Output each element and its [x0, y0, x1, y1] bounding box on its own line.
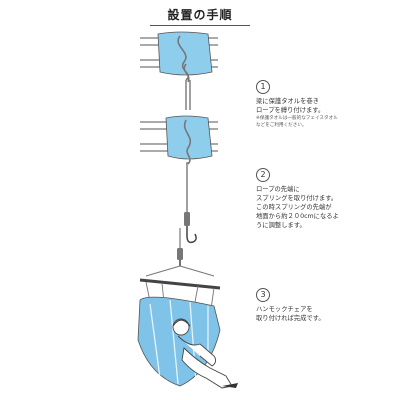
step-2-line: うに調整します。: [256, 222, 306, 229]
step-2-line: スプリングを取り付けます。: [256, 195, 338, 202]
rope-knot: [183, 119, 192, 165]
step-1-note: ※保護タオルは一般的なフェイスタオル: [256, 116, 338, 121]
person-arm: [177, 335, 217, 367]
person-hair: [172, 319, 191, 327]
step-2-line: ロープの先端に: [256, 186, 300, 193]
title-underline: [150, 25, 250, 26]
person-legs: [181, 347, 233, 389]
step-1-line: ロープを縛り付けます。: [256, 107, 325, 114]
step-1-note: などをご利用ください。: [256, 123, 307, 128]
step3-illustration: [137, 228, 238, 389]
step-2-number: 2: [256, 168, 270, 182]
step2-illustration: [140, 115, 218, 244]
hook-icon: [186, 226, 197, 244]
step-3-line: 取り付ければ完成です。: [256, 315, 325, 322]
step-1-line: 梁に保護タオルを巻き: [256, 98, 319, 105]
step-1: 1 梁に保護タオルを巻き ロープを縛り付けます。 ※保護タオルは一般的なフェイス…: [256, 80, 394, 129]
step-3: 3 ハンモックチェアを 取り付ければ完成です。: [256, 288, 394, 323]
page-title: 設置の手順: [167, 8, 233, 22]
step-3-number: 3: [256, 288, 270, 302]
step-1-number: 1: [256, 80, 270, 94]
step-3-line: ハンモックチェアを: [256, 306, 313, 313]
person-shoe: [222, 383, 238, 388]
step-2-line: 地面から約２０0cmになるよ: [256, 213, 339, 220]
spreader-bar: [139, 278, 221, 290]
spring: [184, 212, 190, 226]
hanging-cord: [145, 265, 215, 277]
rope-knot: [183, 63, 190, 83]
spring: [177, 248, 183, 260]
step-2-line: この時スプリングの先端が: [256, 204, 332, 211]
person-head: [172, 318, 190, 336]
step1-illustration: [140, 31, 218, 110]
step-2: 2 ロープの先端に スプリングを取り付けます。 この時スプリングの先端が 地面か…: [256, 168, 394, 230]
chair-stripes: [149, 299, 209, 385]
